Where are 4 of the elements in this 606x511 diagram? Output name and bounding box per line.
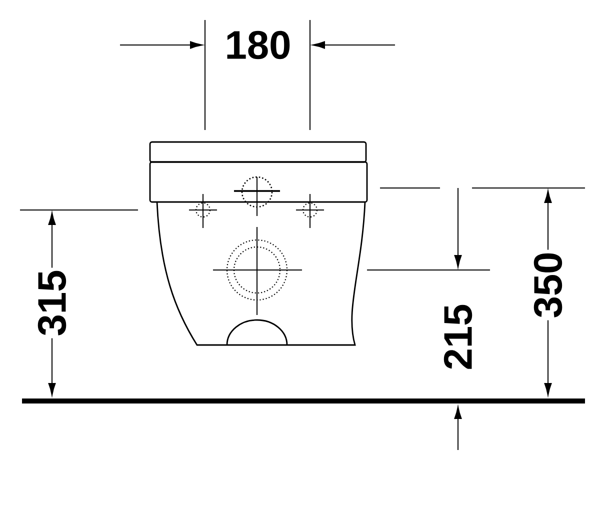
dimension-label: 350 bbox=[532, 250, 564, 320]
dimension-label: 315 bbox=[36, 268, 68, 338]
dimension-label: 180 bbox=[222, 28, 294, 62]
dimension-label: 215 bbox=[442, 302, 474, 372]
